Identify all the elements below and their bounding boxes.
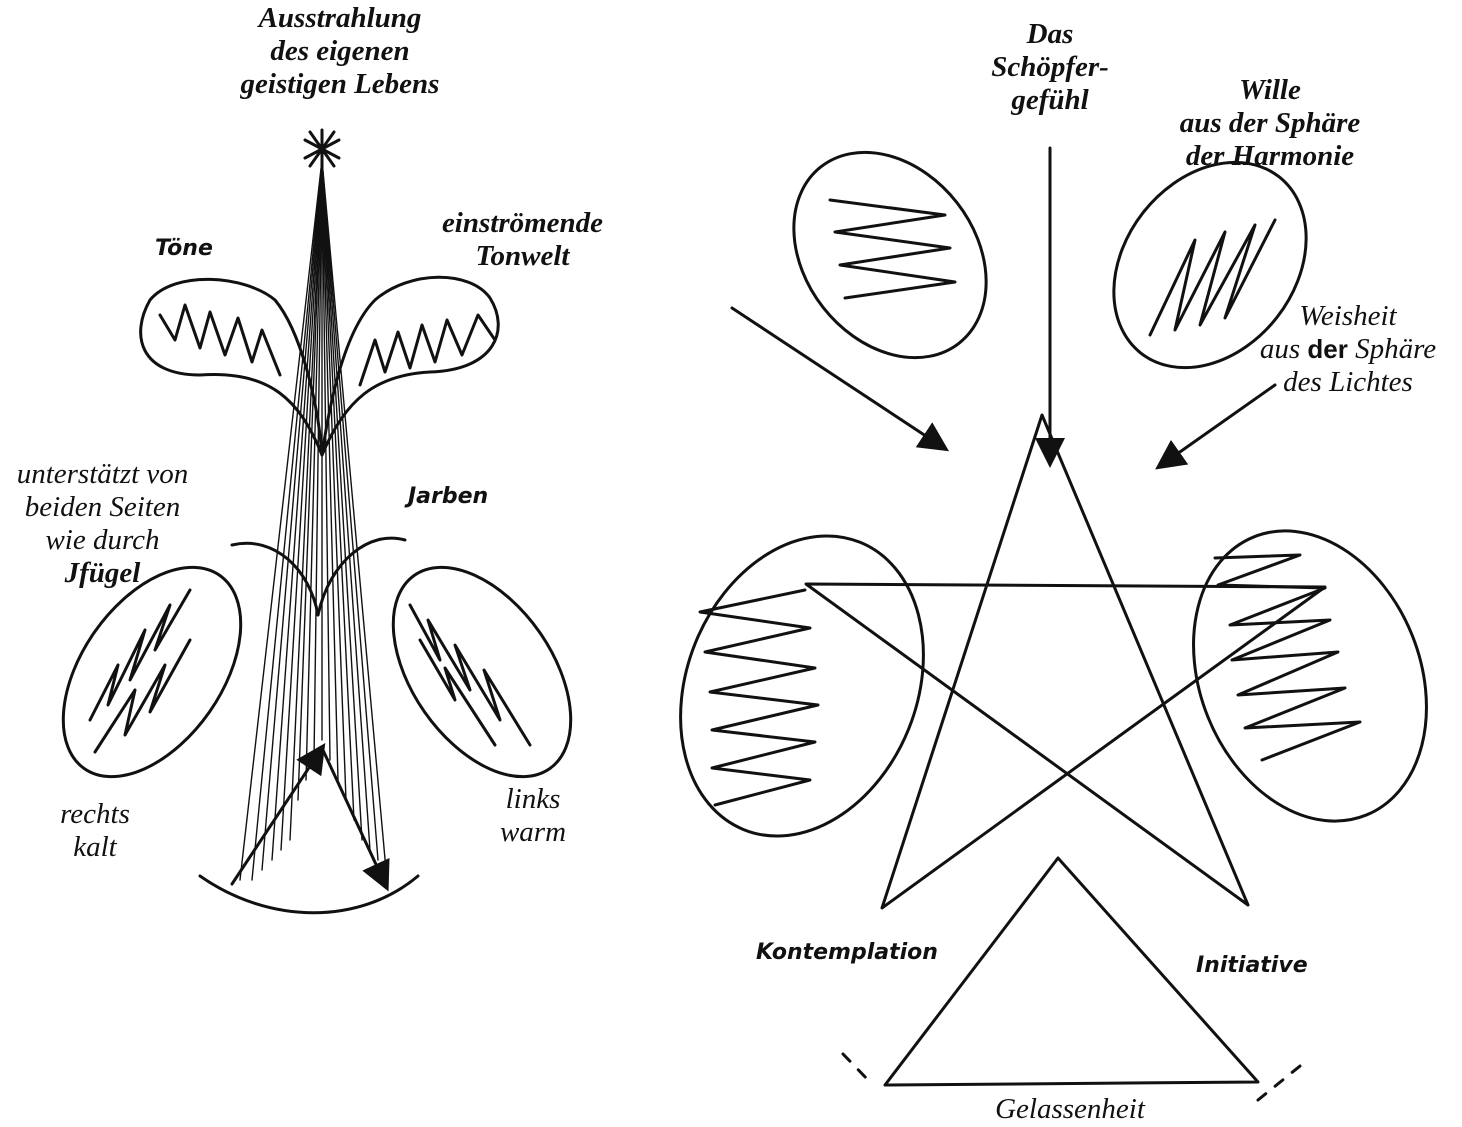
inflow-line-2: Tonwelt [415,240,630,273]
left-arrow [732,308,944,448]
supported-line-4: Jfügel [0,557,205,590]
inflow-label: einströmende Tonwelt [415,207,630,273]
tone-leaf-right-wave [360,315,495,385]
tone-leaf-left [141,279,322,455]
contemplation-label: Kontemplation [756,940,938,965]
wisdom-line-2-c: Sphäre [1355,333,1436,365]
radiance-label: Ausstrahlung des eigenen geistigen Leben… [210,2,470,101]
warm-line-1: links [478,783,588,816]
pentagram [806,415,1325,908]
will-line-2: aus der Sphäre [1160,107,1380,140]
creator-line-2: Schöpfer- [975,51,1125,84]
cold-label: rechts kalt [40,798,150,864]
cold-line-1: rechts [40,798,150,831]
wisdom-line-2: aus der Sphäre [1238,333,1458,366]
supported-line-2: beiden Seiten [0,491,205,524]
will-line-1: Wille [1160,74,1380,107]
radiance-line-1: Ausstrahlung [210,2,470,35]
wing-oval-right [357,535,607,809]
creator-line-3: gefühl [975,84,1125,117]
lower-oval-left [637,499,966,873]
supported-label: unterstätzt von beiden Seiten wie durch … [0,458,205,590]
wisdom-line-2-a: aus [1260,333,1300,365]
radiance-line-3: geistigen Lebens [210,68,470,101]
will-label: Wille aus der Sphäre der Harmonie [1160,74,1380,173]
supported-line-3: wie durch [0,524,205,557]
tone-label: Töne [155,236,213,261]
wisdom-line-2-b: der [1307,334,1347,364]
will-line-3: der Harmonie [1160,140,1380,173]
radiance-line-2: des eigenen [210,35,470,68]
wisdom-label: Weisheit aus der Sphäre des Lichtes [1238,300,1458,399]
cold-line-2: kalt [40,831,150,864]
light-beam [240,160,386,880]
wisdom-line-1: Weisheit [1238,300,1458,333]
warm-line-2: warm [478,816,588,849]
upper-oval-left [754,114,1026,395]
inflow-line-1: einströmende [415,207,630,240]
wisdom-line-3: des Lichtes [1238,366,1458,399]
arrow-up [232,748,322,884]
serenity-label: Gelassenheit [960,1093,1180,1126]
lower-oval-right [1152,496,1462,857]
creator-line-1: Das [975,18,1125,51]
dash-left [843,1054,870,1082]
warm-label: links warm [478,783,588,849]
creator-label: Das Schöpfer- gefühl [975,18,1125,117]
supported-line-1: unterstätzt von [0,458,205,491]
initiative-label: Initiative [1196,953,1308,978]
dash-right [1258,1066,1300,1100]
tone-leaf-left-wave [160,305,280,375]
colors-label: Jarben [408,484,488,509]
